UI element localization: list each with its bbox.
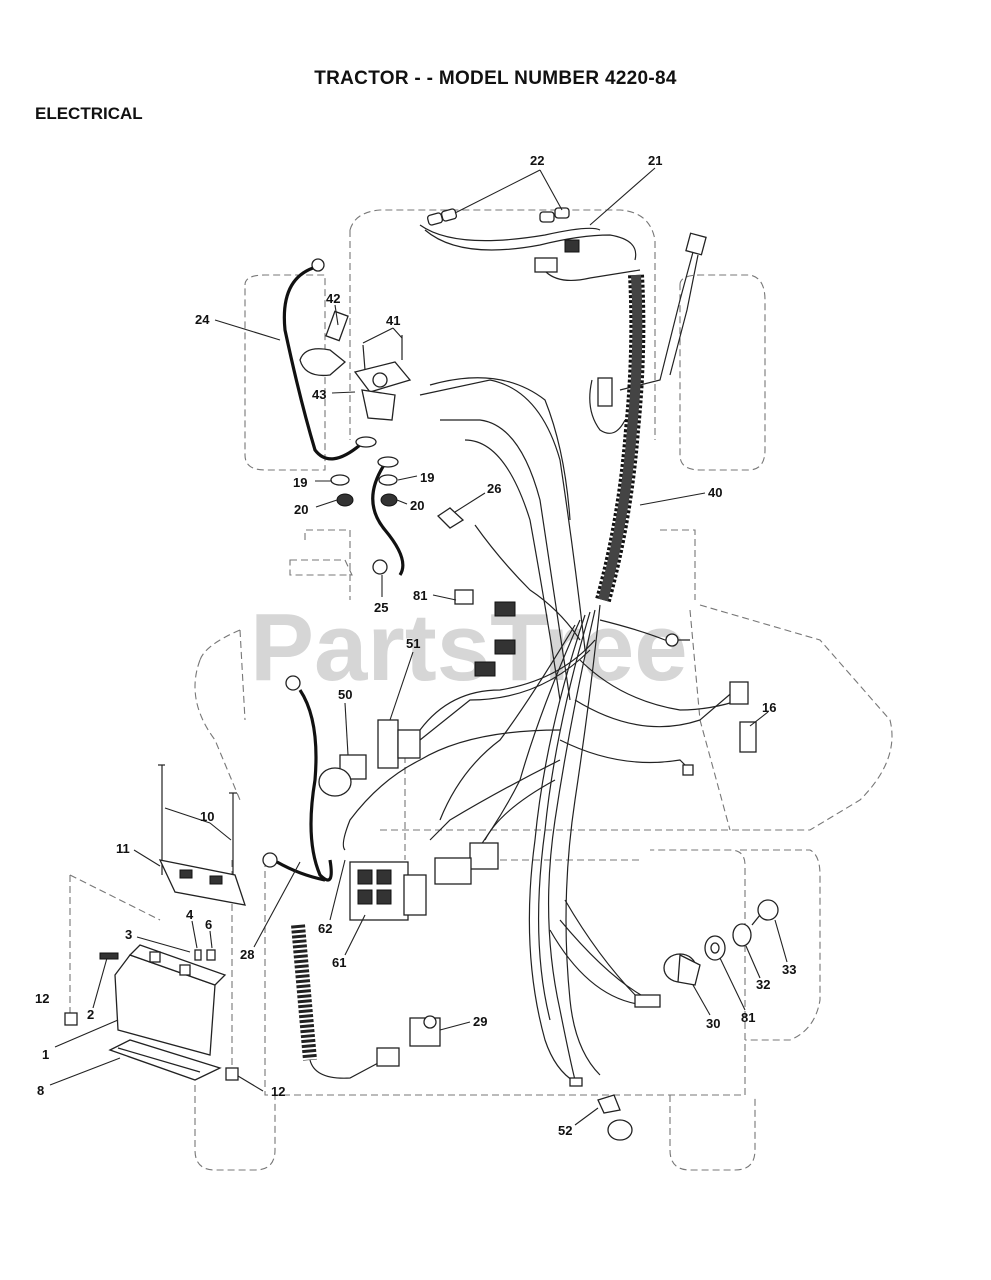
callout-26: 26 — [487, 481, 501, 496]
main-harness — [342, 377, 749, 1087]
callout-50: 50 — [338, 687, 352, 702]
callout-labels: 22 21 24 42 41 43 19 19 20 20 26 40 25 8… — [35, 153, 796, 1138]
right-side-wiring — [589, 232, 707, 434]
callout-22: 22 — [530, 153, 544, 168]
page-title: TRACTOR - - MODEL NUMBER 4220-84 — [314, 68, 677, 89]
callout-20-left: 20 — [294, 502, 308, 517]
callout-1: 1 — [42, 1047, 49, 1062]
tractor-outline — [69, 209, 893, 1171]
callout-52: 52 — [558, 1123, 572, 1138]
callout-4: 4 — [186, 907, 194, 922]
coiled-conduit — [595, 274, 646, 603]
callout-19-right: 19 — [420, 470, 434, 485]
connectors — [318, 507, 757, 1067]
callout-51: 51 — [406, 636, 420, 651]
callout-24: 24 — [195, 312, 210, 327]
callout-42: 42 — [326, 291, 340, 306]
callout-61: 61 — [332, 955, 346, 970]
solenoid-assembly — [299, 310, 412, 507]
callout-41: 41 — [386, 313, 400, 328]
watermark: PartsTree — [250, 594, 688, 701]
callout-12-left: 12 — [35, 991, 49, 1006]
callout-81-upper: 81 — [413, 588, 427, 603]
callout-29: 29 — [473, 1014, 487, 1029]
callout-43: 43 — [312, 387, 326, 402]
ignition-switch-group — [663, 899, 779, 986]
battery-cables — [262, 258, 405, 1079]
fuse-holder — [597, 1094, 633, 1141]
battery-assembly — [64, 764, 246, 1081]
callout-12-bottom: 12 — [271, 1084, 285, 1099]
section-heading: ELECTRICAL — [35, 104, 143, 123]
callout-11: 11 — [116, 841, 130, 856]
callout-33: 33 — [782, 962, 796, 977]
callout-81-lower: 81 — [741, 1010, 755, 1025]
callout-62: 62 — [318, 921, 332, 936]
callout-40: 40 — [708, 485, 722, 500]
callout-10: 10 — [200, 809, 214, 824]
callout-21: 21 — [648, 153, 662, 168]
callout-19-left: 19 — [293, 475, 307, 490]
callout-25: 25 — [374, 600, 388, 615]
leader-lines — [49, 167, 788, 1126]
callout-8: 8 — [37, 1083, 44, 1098]
callout-20-right: 20 — [410, 498, 424, 513]
callout-3: 3 — [125, 927, 132, 942]
callout-16: 16 — [762, 700, 776, 715]
upper-harness — [419, 207, 641, 282]
callout-28: 28 — [240, 947, 254, 962]
callout-32: 32 — [756, 977, 770, 992]
callout-6: 6 — [205, 917, 212, 932]
callout-2: 2 — [87, 1007, 94, 1022]
callout-30: 30 — [706, 1016, 720, 1031]
